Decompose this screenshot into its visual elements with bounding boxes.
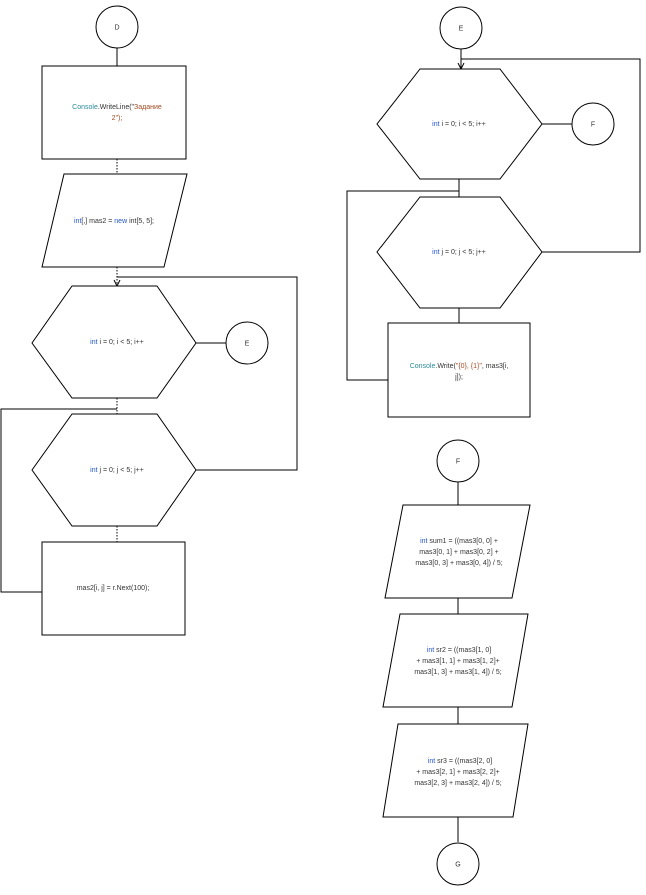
sr1-line3: mas3[0, 3] + mas3[0, 4]) / 5; [415, 560, 502, 567]
write-label: Console.Write("{0}, {1}", mas3[i, [410, 363, 509, 370]
writeline-box[interactable] [41, 65, 187, 160]
sr3-line2: + mas3[2, 1] + mas3[2, 2]+ [416, 769, 499, 776]
sr3-parallelogram[interactable] [382, 723, 529, 818]
sr3-line1: int sr3 = ((mas3[2, 0] [428, 758, 492, 765]
right-loop-j-hexagon[interactable] [376, 196, 543, 309]
loop-i-label: int i = 0; i < 5; i++ [90, 339, 144, 346]
writeline-label: Console.WriteLine("Задание [72, 104, 162, 111]
right-loop-j-label: int j = 0; j < 5; j++ [432, 249, 486, 256]
sr2-line2: + mas3[1, 1] + mas3[1, 2]+ [416, 658, 499, 665]
right-loop-i-label: int i = 0; i < 5; i++ [432, 121, 486, 128]
edge-write-back [346, 190, 459, 381]
edge-loop-j-back [117, 276, 298, 471]
right-loop-i-hexagon[interactable] [376, 68, 543, 180]
sr2-line3: mas3[1, 3] + mas3[1, 4]) / 5; [414, 669, 501, 676]
write-box[interactable] [387, 322, 531, 418]
connector-f-label: F [456, 459, 460, 466]
edge-assign-back [0, 408, 117, 593]
edge-right-loop-j-back [461, 58, 641, 253]
connector-f-top[interactable] [571, 102, 615, 146]
sr1-parallelogram[interactable] [384, 504, 531, 599]
connector-g-label: G [455, 862, 460, 869]
connector-e-label: E [459, 26, 464, 33]
loop-j-label: int j = 0; j < 5; j++ [90, 467, 144, 474]
connector-g[interactable] [436, 842, 480, 886]
assign-box[interactable] [41, 541, 186, 636]
connector-e-left[interactable] [225, 321, 269, 365]
loop-j-hexagon[interactable] [31, 413, 197, 527]
writeline-label-line2: 2"); [112, 115, 123, 122]
sr2-parallelogram[interactable] [382, 613, 529, 708]
write-label-line2: j]); [454, 374, 463, 381]
sr1-line1: int sum1 = ((mas3[0, 0] + [420, 538, 498, 545]
loop-i-hexagon[interactable] [31, 285, 197, 399]
decl-label: int[,] mas2 = new int[5, 5]; [74, 218, 154, 225]
connector-d-label: D [114, 25, 119, 32]
connector-f-top-label: F [591, 122, 595, 129]
sr1-line2: mas3[0, 1] + mas3[0, 2] + [419, 549, 498, 556]
decl-parallelogram[interactable] [41, 173, 188, 268]
assign-label: mas2[i, j] = r.Next(100); [77, 585, 150, 592]
sr2-line1: int sr2 = ((mas3[1, 0] [427, 647, 491, 654]
sr3-line3: mas3[2, 3] + mas3[2, 4]) / 5; [414, 780, 501, 787]
connector-e-left-label: E [245, 341, 250, 348]
